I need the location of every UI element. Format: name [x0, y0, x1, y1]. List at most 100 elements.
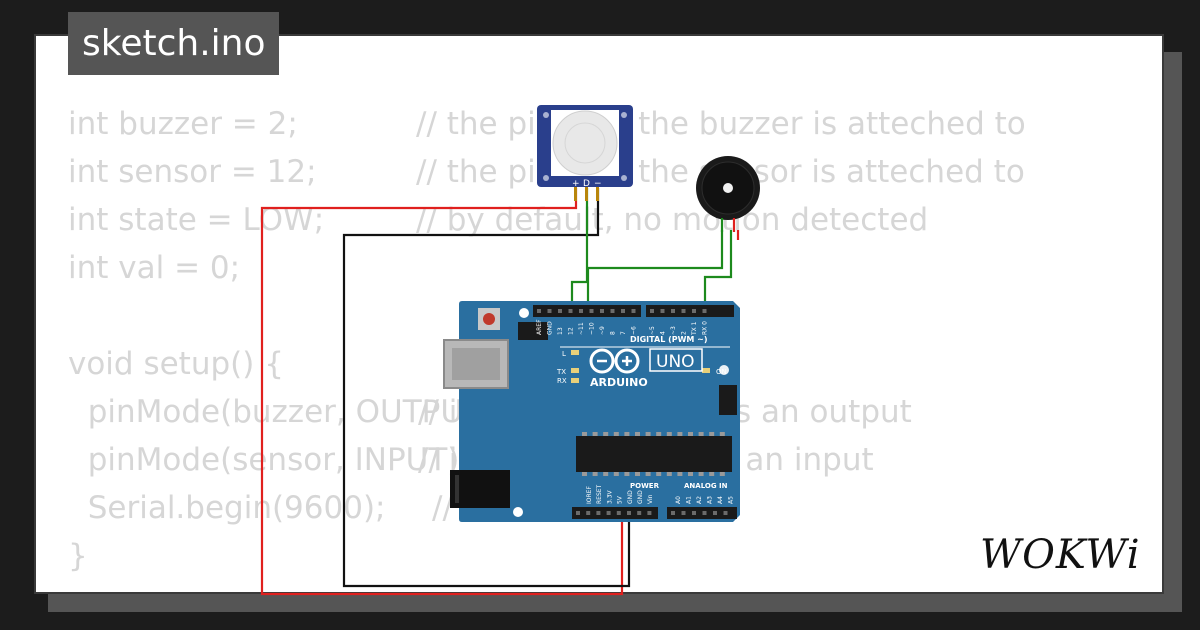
header-pin[interactable] — [576, 511, 580, 515]
analog-header-label: ANALOG IN — [684, 482, 728, 490]
chip-leg — [719, 472, 725, 476]
analog-pin-label: A0 — [675, 496, 682, 504]
chip-leg — [719, 432, 725, 436]
header-pin[interactable] — [637, 511, 642, 515]
header-pin[interactable] — [596, 511, 601, 515]
chip-leg — [624, 472, 630, 476]
header-pin[interactable] — [713, 511, 717, 515]
header-pin[interactable] — [586, 511, 591, 515]
digital-pin-label: 13 — [557, 327, 564, 335]
header-pin[interactable] — [692, 511, 696, 515]
analog-pin-label: A5 — [728, 496, 735, 504]
wokwi-logo-text: WOKWi — [980, 532, 1141, 576]
chip-leg — [656, 472, 662, 476]
pir-pin-d: D — [583, 179, 590, 189]
header-pin[interactable] — [600, 309, 604, 313]
header-pin[interactable] — [616, 511, 621, 515]
digital-pin-label: ~10 — [589, 322, 596, 335]
header-pin[interactable] — [723, 511, 728, 515]
analog-pin-label: A4 — [717, 496, 724, 504]
led-label-tx: TX — [556, 368, 566, 376]
header-pin[interactable] — [621, 309, 625, 313]
wire-red-pir[interactable] — [260, 188, 624, 596]
code-statement: pinMode(buzzer, OUTPUT); — [68, 394, 505, 430]
header-pin[interactable] — [650, 309, 654, 313]
chip-leg — [635, 432, 640, 436]
code-line: } — [68, 532, 504, 580]
header-pin[interactable] — [702, 309, 707, 313]
digital-pin-label: 4 — [660, 331, 667, 335]
chip-leg — [656, 432, 662, 436]
chip-leg — [592, 432, 598, 436]
board-model-label: UNO — [656, 352, 695, 372]
power-pin-label: RESET — [596, 484, 603, 504]
chip-leg — [592, 472, 598, 476]
chip-leg — [688, 472, 693, 476]
power-header — [572, 507, 658, 519]
header-pin[interactable] — [589, 309, 594, 313]
header-pin[interactable] — [631, 309, 636, 313]
code-statement: int val = 0; — [68, 250, 241, 286]
header-pin[interactable] — [671, 309, 675, 313]
analog-pin-label: A2 — [696, 496, 703, 504]
microcontroller-chip — [576, 436, 732, 472]
wire-green-buzzer[interactable] — [703, 230, 733, 310]
header-pin[interactable] — [671, 511, 675, 515]
wire-green-pir[interactable] — [570, 188, 589, 310]
code-statement: } — [68, 538, 88, 574]
pir-pin-minus: − — [594, 179, 602, 189]
analog-pin-label: A1 — [686, 496, 693, 504]
led-label-rx: RX — [557, 377, 567, 385]
bottom-pin-holes — [576, 511, 728, 515]
code-line: int val = 0; — [68, 244, 504, 292]
header-pin[interactable] — [702, 511, 707, 515]
header-pin[interactable] — [537, 309, 541, 313]
wires — [260, 188, 740, 596]
header-pin[interactable] — [579, 309, 583, 313]
buzzer[interactable] — [696, 156, 760, 232]
filename-tab[interactable]: sketch.ino — [68, 12, 280, 75]
led-label-on: ON — [716, 368, 727, 376]
power-pin-label: 5V — [617, 495, 624, 504]
code-statement: pinMode(sensor, INPUT); — [68, 442, 470, 478]
header-pin[interactable] — [647, 511, 652, 515]
header-pin[interactable] — [681, 309, 686, 313]
wire-green-gnd[interactable] — [586, 230, 724, 310]
header-pin[interactable] — [627, 511, 631, 515]
power-pin-label: IOREF — [586, 486, 593, 504]
digital-pin-label: TX 1 — [691, 321, 698, 336]
board-brand-label: ARDUINO — [590, 376, 648, 389]
digital-header-label: DIGITAL (PWM ~) — [630, 335, 708, 344]
chip-leg — [613, 432, 619, 436]
header-pin[interactable] — [558, 309, 562, 313]
pir-dome — [552, 110, 618, 176]
chip-leg — [582, 472, 587, 476]
digital-pin-label: ~3 — [670, 326, 677, 335]
digital-pin-label: 2 — [681, 331, 688, 335]
header-pin[interactable] — [606, 511, 611, 515]
chip-leg — [624, 432, 630, 436]
header-pin[interactable] — [660, 309, 665, 313]
digital-header-right — [646, 305, 734, 317]
wire-black-pir[interactable] — [342, 188, 631, 588]
power-pin-label: GND — [627, 490, 634, 504]
header-pin[interactable] — [681, 511, 686, 515]
chip-leg — [709, 432, 715, 436]
digital-pin-label: RX 0 — [702, 321, 709, 335]
digital-pin-label: 12 — [568, 327, 575, 335]
chip-leg — [613, 472, 619, 476]
header-pin[interactable] — [547, 309, 552, 313]
header-pin[interactable] — [568, 309, 573, 313]
digital-pin-label: ~6 — [631, 326, 638, 335]
pir-sensor[interactable]: + D − — [537, 105, 633, 201]
digital-header-left — [533, 305, 641, 317]
code-statement: int sensor = 12; — [68, 154, 317, 190]
header-pin[interactable] — [610, 309, 615, 313]
digital-pin-holes — [537, 309, 707, 313]
header-pin[interactable] — [692, 309, 696, 313]
